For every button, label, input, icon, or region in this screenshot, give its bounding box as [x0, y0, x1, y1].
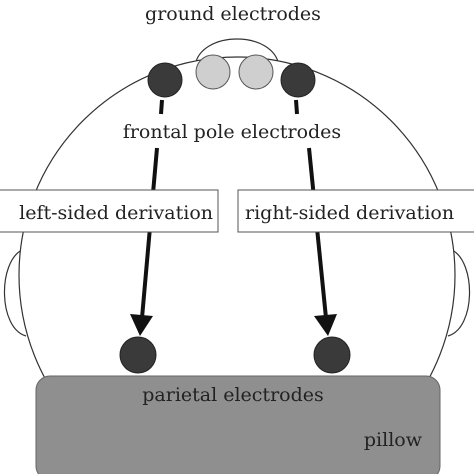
nose [194, 38, 280, 67]
ground-electrode-right [238, 54, 274, 90]
pillow [35, 375, 441, 474]
left-arrow-shaft [140, 147, 159, 319]
parietal-electrode-right [313, 336, 351, 374]
ground-electrode-left [195, 54, 231, 90]
frontal-lead-left [159, 99, 164, 115]
frontal-electrode-left [147, 62, 183, 98]
left-derivation-label: left-sided derivation [19, 202, 213, 224]
parietal-electrode-left [119, 336, 157, 374]
left-arrow-head [130, 314, 153, 336]
parietal-electrodes-label: parietal electrodes [142, 384, 324, 406]
left-derivation-box [0, 189, 219, 233]
right-arrow-shaft [307, 147, 328, 319]
right-derivation-label: right-sided derivation [245, 202, 454, 224]
left-ear [3, 249, 27, 337]
frontal-lead-right [294, 99, 299, 115]
right-arrow-head [314, 314, 337, 336]
right-derivation-box [237, 189, 474, 233]
right-ear [447, 249, 471, 337]
frontal-electrode-right [280, 62, 316, 98]
pillow-label: pillow [364, 429, 423, 451]
ground-electrodes-label: ground electrodes [145, 3, 321, 25]
frontal-pole-electrodes-label: frontal pole electrodes [123, 121, 341, 143]
